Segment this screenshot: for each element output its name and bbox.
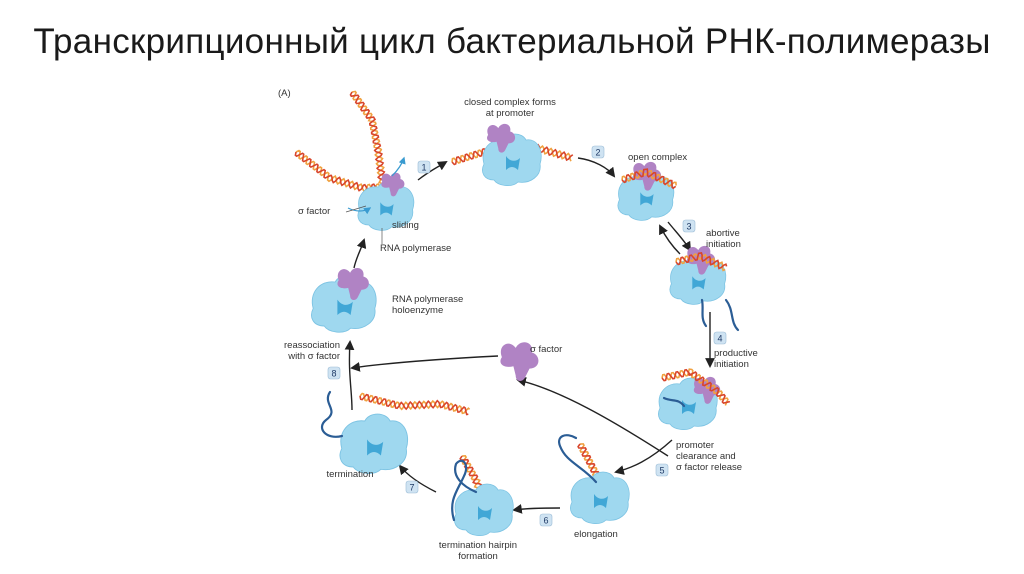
polymerase-elongation [570,472,629,524]
step-badge-7: 7 [406,481,418,493]
label-sliding: sliding [392,220,419,231]
step-badge-4: 4 [714,332,726,344]
svg-text:3: 3 [686,222,691,232]
svg-text:8: 8 [331,369,336,379]
step-badge-2: 2 [592,146,604,158]
label-termination: termination [327,469,374,480]
rna-termination [322,392,342,437]
polymerase-hairpin [454,484,513,536]
svg-text:4: 4 [717,334,722,344]
panel-label: (A) [278,88,291,99]
rna-elongation [559,435,596,482]
svg-text:2: 2 [595,148,600,158]
arrow-step-8 [349,342,352,410]
dna-termination [360,394,470,415]
arrow-sigma-release [518,380,668,456]
arrow-holo-to-sliding [354,240,364,268]
step-badge-3: 3 [683,220,695,232]
rna-abortive-b [726,300,738,330]
step-badge-5: 5 [656,464,668,476]
svg-text:5: 5 [659,466,664,476]
arrow-sigma-reassociation [352,356,498,368]
arrow-step-6 [514,508,560,510]
label-rna-polymerase: RNA polymerase [380,243,451,254]
label-sigma-free: σ factor [530,344,562,355]
svg-text:6: 6 [543,516,548,526]
label-elongation: elongation [574,529,618,540]
label-open-complex: open complex [628,152,687,163]
arrow-step-2 [578,158,614,176]
rna-abortive-a [702,300,706,326]
svg-text:7: 7 [409,483,414,493]
step-badge-1: 1 [418,161,430,173]
arrow-step-3-back [660,226,680,254]
step-badge-6: 6 [540,514,552,526]
label-sigma-factor: σ factor [298,206,330,217]
step-badge-8: 8 [328,367,340,379]
polymerase-termination [340,414,408,473]
svg-text:1: 1 [421,163,426,173]
